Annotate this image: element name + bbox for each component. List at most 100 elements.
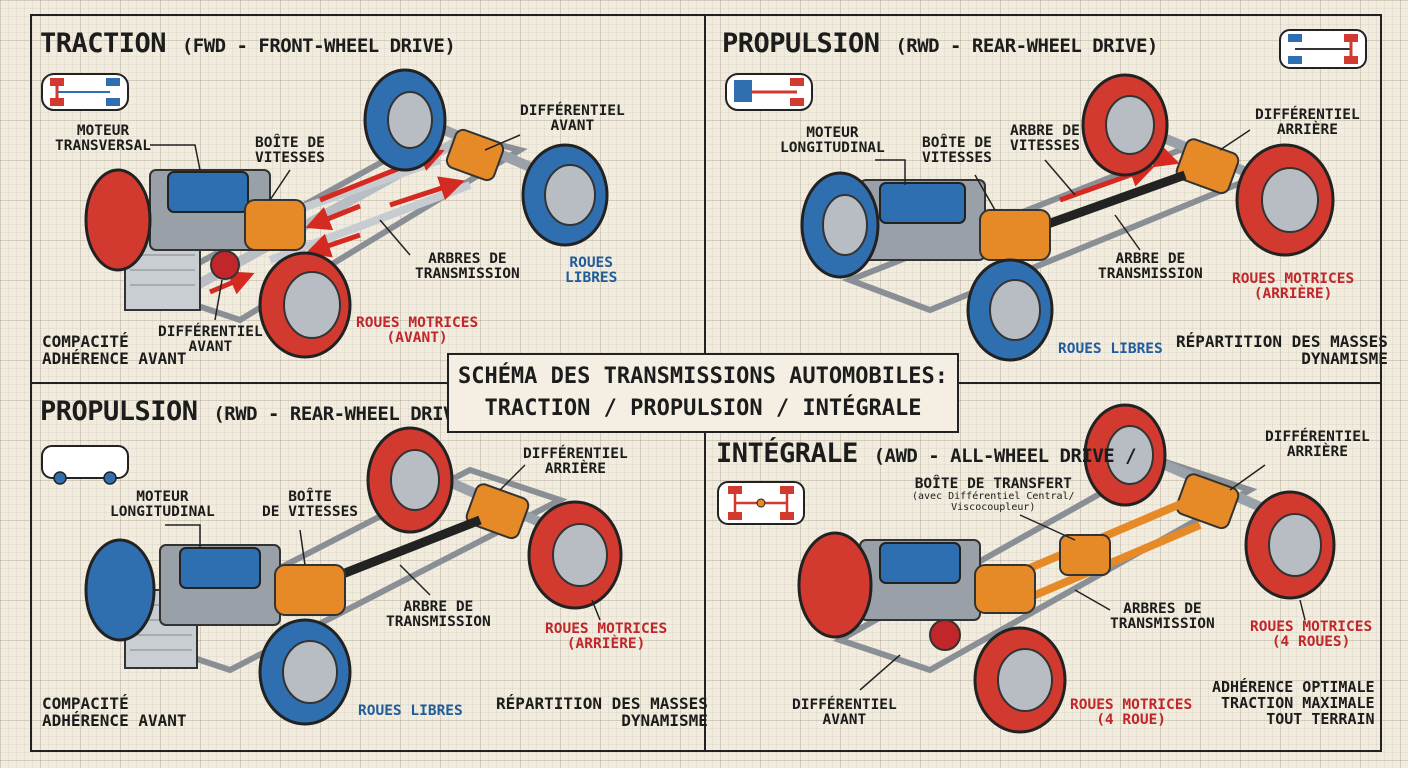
label-line: LONGITUDINAL	[110, 504, 215, 521]
integrale-notes: ADHÉRENCE OPTIMALE TRACTION MAXIMALE TOU…	[1212, 678, 1375, 728]
integrale-arbres-label: ARBRES DE TRANSMISSION	[1110, 601, 1215, 633]
traction-roues-motrices-label: ROUES MOTRICES (AVANT)	[356, 315, 478, 346]
label-line: ARRIÈRE	[544, 461, 606, 478]
label-line: ARBRES DE	[428, 251, 507, 267]
propulsion-drivetrain-bottom	[41, 426, 623, 726]
note-line: TOUT TERRAIN	[1266, 709, 1375, 728]
integrale-title: INTÉGRALE (AWD - ALL-WHEEL DRIVE /	[716, 438, 1137, 469]
traction-notes: COMPACITÉ ADHÉRENCE AVANT	[42, 332, 187, 368]
prop-top-arbre-vitesses-label: ARBRE DE VITESSES	[1010, 123, 1080, 155]
traction-diff-label: DIFFÉRENTIEL AVANT	[520, 103, 625, 135]
label-line: ROUES LIBRES	[1058, 341, 1163, 357]
prop-top-diff-label: DIFFÉRENTIEL ARRIÈRE	[1255, 107, 1360, 138]
label-line: AVANT	[188, 339, 233, 356]
label-line: ROUES MOTRICES	[1070, 697, 1193, 713]
prop-bot-arbre-label: ARBRE DE TRANSMISSION	[386, 599, 491, 631]
note-line: ADHÉRENCE AVANT	[42, 710, 187, 730]
label-line: ARBRE DE	[1010, 123, 1080, 139]
label-line: AVANT	[550, 118, 595, 135]
label-line: ROUES	[569, 255, 614, 271]
label-line: MOTEUR	[76, 123, 130, 139]
note-line: DYNAMISME	[621, 710, 708, 730]
label-line: VITESSES	[255, 150, 325, 167]
label-line: TRANSMISSION	[1110, 616, 1215, 633]
traction-diff-avant-label: DIFFÉRENTIEL AVANT	[158, 324, 263, 356]
propulsion-bottom-title-sub: (RWD - REAR-WHEEL DRIVE)	[213, 403, 476, 425]
label-line: ARBRE DE	[1115, 251, 1186, 267]
traction-arbres-label: ARBRES DE TRANSMISSION	[415, 251, 520, 282]
integrale-title-sub: (AWD - ALL-WHEEL DRIVE /	[873, 445, 1137, 467]
label-line: (ARRIÈRE)	[566, 636, 646, 653]
prop-top-arbre-transmission-label: ARBRE DE TRANSMISSION	[1098, 251, 1203, 283]
propulsion-bottom-title: PROPULSION (RWD - REAR-WHEEL DRIVE)	[40, 396, 476, 427]
label-line: AVANT	[822, 712, 867, 729]
note-line: RÉPARTITION DES MASSES	[496, 694, 708, 713]
label-line: (4 ROUE)	[1096, 712, 1167, 729]
center-title-box	[447, 353, 959, 433]
note-line: COMPACITÉ	[42, 332, 129, 351]
label-line: DIFFÉRENTIEL	[523, 446, 628, 462]
propulsion-drivetrain-top	[725, 29, 1367, 362]
note-line: DYNAMISME	[1301, 348, 1388, 368]
label-line: (avec Différentiel Central/	[912, 491, 1075, 503]
prop-top-boite-label: BOÎTE DE VITESSES	[922, 135, 992, 167]
center-title-line2: Traction / Propulsion / Intégrale	[484, 396, 922, 421]
label-line: DE VITESSES	[262, 504, 359, 521]
note-line: COMPACITÉ	[42, 694, 129, 713]
label-line: TRANSVERSAL	[55, 138, 152, 155]
traction-roues-libres-label: ROUES LIBRES	[565, 255, 618, 287]
integrale-boite-transfert-label: BOÎTE DE TRANSFERT (avec Différentiel Ce…	[912, 476, 1075, 513]
traction-boite-label: BOÎTE DE VITESSES	[255, 135, 325, 167]
label-line: BOÎTE	[288, 489, 332, 505]
label-line: ROUES MOTRICES	[545, 621, 668, 637]
label-line: VITESSES	[1010, 138, 1080, 155]
label-line: LIBRES	[565, 270, 618, 287]
label-line: BOÎTE DE	[922, 135, 992, 151]
label-line: ROUES MOTRICES	[1250, 619, 1373, 635]
label-line: (4 ROUES)	[1271, 634, 1351, 651]
traction-drivetrain	[41, 68, 609, 359]
label-line: MOTEUR	[136, 489, 189, 505]
integrale-roues-motrices-rear-label: ROUES MOTRICES (4 ROUES)	[1250, 619, 1373, 651]
label-line: DIFFÉRENTIEL	[520, 103, 625, 119]
traction-moteur-label: MOTEUR TRANSVERSAL	[55, 123, 152, 155]
propulsion-bottom-title-main: PROPULSION	[40, 396, 198, 427]
label-line: (ARRIÈRE)	[1253, 286, 1333, 303]
traction-title: TRACTION (FWD - FRONT-WHEEL DRIVE)	[40, 28, 456, 59]
note-line: RÉPARTITION DES MASSES	[1176, 332, 1388, 351]
integrale-diff-ar-label: DIFFÉRENTIEL ARRIÈRE	[1265, 429, 1370, 460]
label-line: LONGITUDINAL	[780, 140, 885, 157]
integrale-drivetrain	[717, 403, 1336, 734]
integrale-roues-motrices-front-label: ROUES MOTRICES (4 ROUE)	[1070, 697, 1193, 729]
prop-bot-notes-right: RÉPARTITION DES MASSES DYNAMISME	[496, 694, 708, 730]
label-line: BOÎTE DE TRANSFERT	[914, 476, 1072, 492]
integrale-title-main: INTÉGRALE	[716, 438, 858, 469]
prop-bot-roues-libres-label: ROUES LIBRES	[358, 703, 463, 719]
integrale-diff-av-label: DIFFÉRENTIEL AVANT	[792, 697, 897, 729]
prop-bot-diff-label: DIFFÉRENTIEL ARRIÈRE	[523, 446, 628, 478]
label-line: BOÎTE DE	[255, 135, 325, 151]
prop-bot-notes-left: COMPACITÉ ADHÉRENCE AVANT	[42, 694, 187, 730]
note-line: ADHÉRENCE AVANT	[42, 348, 187, 368]
label-line: TRANSMISSION	[1098, 266, 1203, 283]
label-line: TRANSMISSION	[386, 614, 491, 631]
prop-bot-boite-label: BOÎTE DE VITESSES	[262, 489, 359, 521]
prop-bot-roues-motrices-label: ROUES MOTRICES (ARRIÈRE)	[545, 621, 668, 653]
prop-top-moteur-label: MOTEUR LONGITUDINAL	[780, 125, 885, 157]
propulsion-top-title-sub: (RWD - REAR-WHEEL DRIVE)	[895, 35, 1158, 57]
label-line: DIFFÉRENTIEL	[1255, 107, 1360, 123]
prop-top-notes: RÉPARTITION DES MASSES DYNAMISME	[1176, 332, 1388, 368]
traction-title-main: TRACTION	[40, 28, 167, 59]
label-line: VITESSES	[922, 150, 992, 167]
propulsion-top-title-main: PROPULSION	[722, 28, 880, 59]
label-line: MOTEUR	[806, 125, 859, 141]
label-line: DIFFÉRENTIEL	[158, 324, 263, 340]
label-line: DIFFÉRENTIEL	[792, 697, 897, 713]
label-line: ARBRES DE	[1123, 601, 1202, 617]
note-line: ADHÉRENCE OPTIMALE	[1212, 678, 1375, 696]
prop-bot-moteur-label: MOTEUR LONGITUDINAL	[110, 489, 215, 521]
label-line: DIFFÉRENTIEL	[1265, 429, 1370, 445]
note-line: TRACTION MAXIMALE	[1221, 693, 1375, 712]
